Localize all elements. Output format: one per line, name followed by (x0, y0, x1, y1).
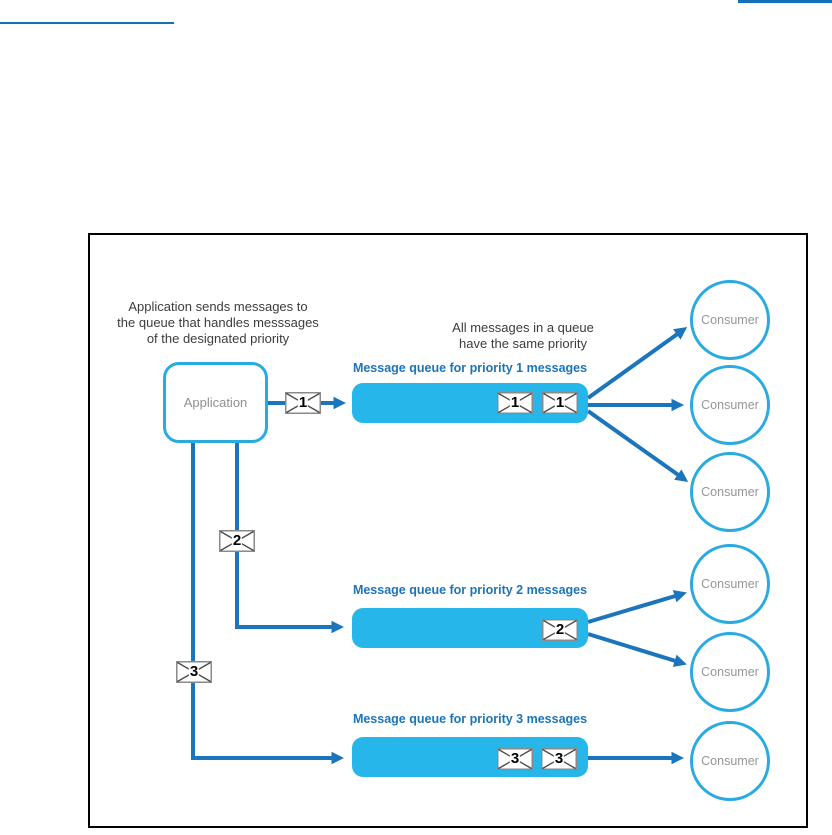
consumer-label: Consumer (701, 577, 759, 591)
consumer-label: Consumer (701, 754, 759, 768)
envelope-icon-queue2-msg1: 2 (542, 619, 578, 641)
envelope-icon-queue3-msg2: 3 (541, 748, 577, 770)
envelope-icon-queue1-msg1: 1 (497, 392, 533, 414)
envelope-icon-queue1-msg2: 1 (542, 392, 578, 414)
envelope-icon-transit-priority-1: 1 (285, 392, 321, 414)
envelope-number: 2 (554, 620, 566, 638)
consumer-node-3: Consumer (690, 452, 770, 532)
envelope-icon-transit-priority-3: 3 (176, 661, 212, 683)
consumer-node-1: Consumer (690, 280, 770, 360)
envelope-number: 1 (509, 393, 521, 411)
envelope-icon-queue3-msg1: 3 (497, 748, 533, 770)
consumer-label: Consumer (701, 665, 759, 679)
application-label: Application (183, 395, 248, 410)
envelope-number: 3 (188, 662, 200, 680)
envelope-number: 1 (554, 393, 566, 411)
consumer-label: Consumer (701, 398, 759, 412)
top-left-link-underline[interactable] (0, 22, 174, 24)
consumer-node-6: Consumer (690, 721, 770, 801)
envelope-number: 3 (553, 749, 565, 767)
annotation-same-priority: All messages in a queue have the same pr… (452, 320, 594, 351)
envelope-number: 1 (297, 393, 309, 411)
consumer-node-4: Consumer (690, 544, 770, 624)
envelope-number: 3 (509, 749, 521, 767)
top-right-rule (738, 0, 832, 3)
consumer-node-2: Consumer (690, 365, 770, 445)
queue-3-label: Message queue for priority 3 messages (352, 712, 588, 726)
consumer-label: Consumer (701, 485, 759, 499)
annotation-app-sends: Application sends messages to the queue … (117, 299, 319, 346)
envelope-icon-transit-priority-2: 2 (219, 530, 255, 552)
queue-1-label: Message queue for priority 1 messages (352, 361, 588, 375)
envelope-number: 2 (231, 531, 243, 549)
queue-2-label: Message queue for priority 2 messages (352, 583, 588, 597)
consumer-node-5: Consumer (690, 632, 770, 712)
application-node: Application (163, 362, 268, 443)
consumer-label: Consumer (701, 313, 759, 327)
